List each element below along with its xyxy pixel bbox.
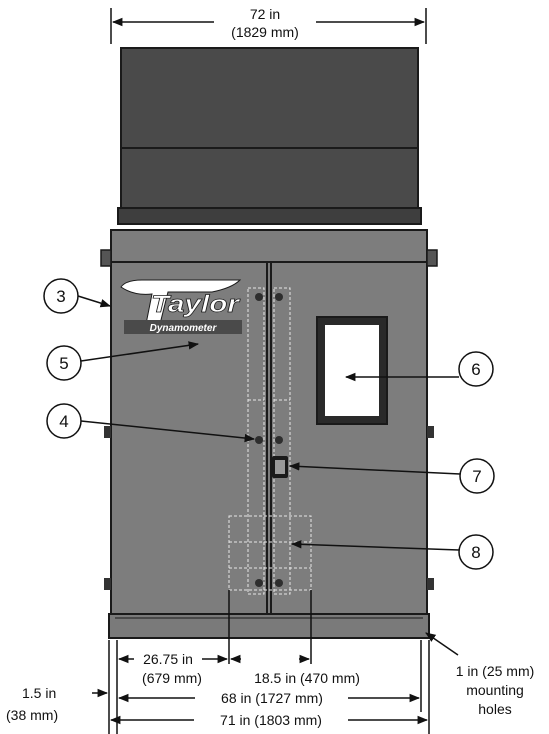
lift-lug-right: [426, 249, 438, 267]
cabinet-top-panel: [110, 229, 428, 263]
side-latch-right-upper: [427, 426, 434, 438]
exhaust-hood: [120, 47, 419, 214]
callout-3: 3: [43, 278, 112, 314]
side-latch-right-lower: [427, 578, 434, 590]
callout-5-number: 5: [59, 354, 68, 373]
callout-7: 7: [288, 458, 495, 494]
door-offset-mm-label: (679 mm): [142, 670, 202, 686]
callout-five: 5: [46, 341, 200, 381]
mounting-holes-leader: [425, 632, 459, 656]
mounting-holes-line3: holes: [478, 701, 511, 717]
bottom-extension-lines: [108, 590, 430, 734]
hinge-span-label: 18.5 in (470 mm): [254, 670, 360, 686]
lift-lug-left: [100, 249, 112, 267]
logo-brand-text: Taylor: [151, 291, 241, 318]
logo-sub-text: Dynamometer: [150, 323, 218, 334]
top-width-mm-label: (1829 mm): [231, 24, 299, 40]
callout-6: 6: [344, 351, 494, 387]
door-handle-inner: [275, 460, 285, 474]
callout-6-number: 6: [471, 360, 480, 379]
top-width-in-label: 72 in: [250, 6, 280, 22]
callout-8: 8: [290, 534, 494, 570]
edge-offset-in-label: 1.5 in: [22, 685, 56, 701]
side-latch-left-upper: [104, 426, 111, 438]
hole-span-label: 68 in (1727 mm): [221, 690, 323, 706]
mounting-holes-line1: 1 in (25 mm): [456, 663, 535, 679]
hood-flange: [117, 207, 422, 225]
callout-8-number: 8: [471, 543, 480, 562]
mounting-holes-line2: mounting: [466, 682, 524, 698]
callout-4-number: 4: [59, 412, 68, 431]
viewing-window-glass: [325, 325, 379, 416]
taylor-logo: Taylor Dynamometer: [120, 279, 242, 334]
logo-sub-bar: [124, 320, 242, 334]
base-width-label: 71 in (1803 mm): [220, 712, 322, 728]
door-offset-in-label: 26.75 in: [143, 651, 193, 667]
callout-3-number: 3: [56, 287, 65, 306]
callout-4: 4: [46, 403, 256, 443]
edge-offset-mm-label: (38 mm): [6, 707, 58, 723]
side-latch-left-lower: [104, 578, 111, 590]
callout-7-number: 7: [472, 467, 481, 486]
door-hinges: [255, 293, 283, 587]
logo-swoosh: [120, 279, 242, 325]
